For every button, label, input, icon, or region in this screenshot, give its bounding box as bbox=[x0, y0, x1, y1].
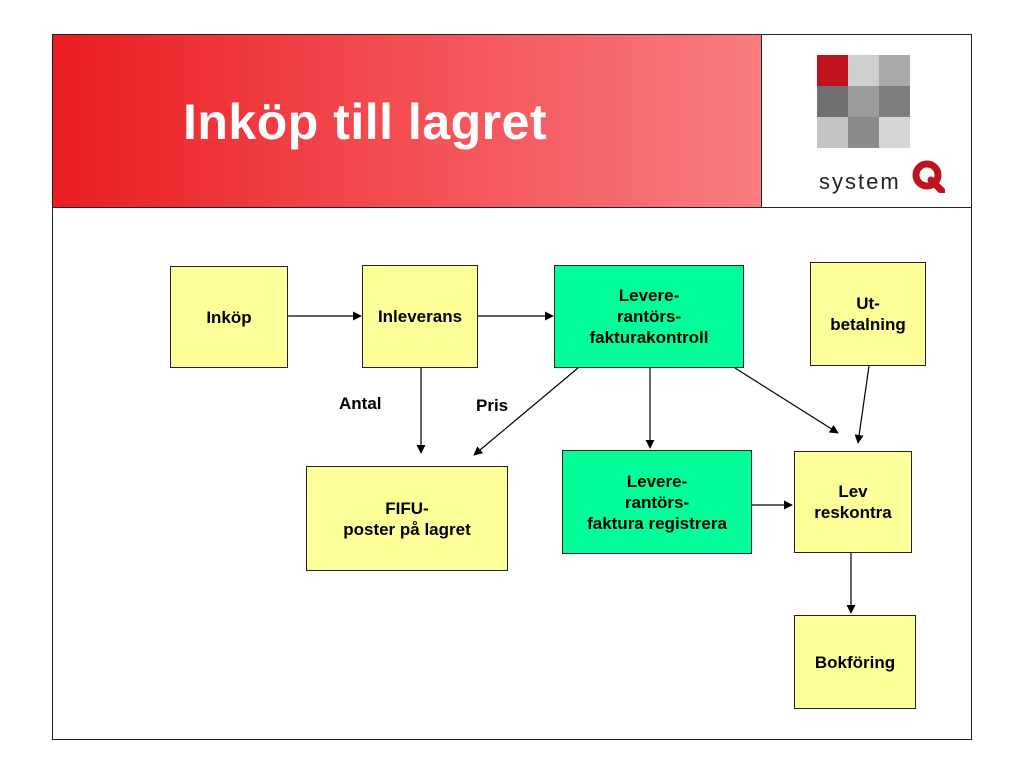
node-bokforing: Bokföring bbox=[794, 615, 916, 709]
arrow-kontroll-reskontra bbox=[734, 367, 839, 434]
slide-header: Inköp till lagret system bbox=[52, 34, 972, 208]
logo-square bbox=[817, 117, 848, 148]
node-utbetalning-label: Ut- betalning bbox=[830, 294, 906, 334]
node-inkop: Inköp bbox=[170, 266, 288, 368]
logo-square-red bbox=[817, 55, 848, 86]
node-fakturakontroll: Levere- rantörs- fakturakontroll bbox=[554, 265, 744, 368]
arrow-utbetalning-reskontra bbox=[854, 365, 870, 444]
node-fakturakontroll-label: Levere- rantörs- fakturakontroll bbox=[589, 286, 709, 347]
logo-square bbox=[879, 55, 910, 86]
node-inkop-label: Inköp bbox=[206, 307, 252, 327]
node-lev-reskontra-label: Lev reskontra bbox=[814, 482, 892, 522]
logo-square bbox=[817, 86, 848, 117]
edge-label-pris: Pris bbox=[476, 396, 509, 415]
logo-q-icon bbox=[912, 160, 945, 193]
node-fifu-poster: FIFU- poster på lagret bbox=[306, 466, 508, 571]
logo-text: system bbox=[819, 169, 901, 194]
logo-square bbox=[848, 86, 879, 117]
logo-square bbox=[848, 55, 879, 86]
node-fifu-poster-label: FIFU- poster på lagret bbox=[343, 498, 471, 539]
node-lev-reskontra: Lev reskontra bbox=[794, 451, 912, 553]
arrow-kontroll-fifu bbox=[473, 367, 579, 456]
node-inleverans: Inleverans bbox=[362, 265, 478, 368]
node-utbetalning: Ut- betalning bbox=[810, 262, 926, 366]
node-bokforing-label: Bokföring bbox=[814, 652, 896, 672]
logo-square bbox=[879, 86, 910, 117]
slide-title: Inköp till lagret bbox=[183, 94, 548, 150]
logo-square bbox=[879, 117, 910, 148]
node-faktura-registrera: Levere- rantörs- faktura registrera bbox=[562, 450, 752, 554]
node-inleverans-label: Inleverans bbox=[377, 307, 463, 326]
node-faktura-registrera-label: Levere- rantörs- faktura registrera bbox=[587, 471, 727, 533]
logo-square bbox=[848, 117, 879, 148]
logo: system bbox=[763, 35, 971, 207]
title-band: Inköp till lagret bbox=[53, 35, 762, 207]
edge-label-antal: Antal bbox=[339, 394, 382, 413]
